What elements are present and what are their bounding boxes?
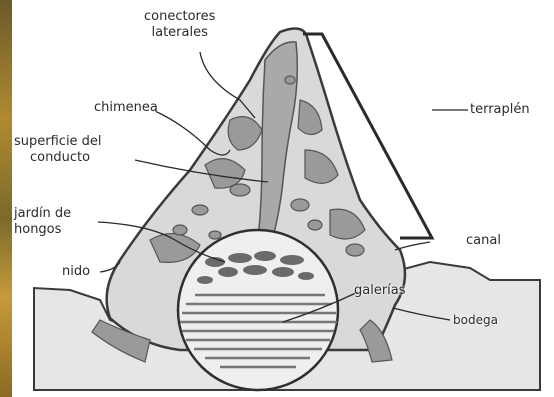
- label-nido: nido: [62, 264, 90, 280]
- label-chimenea: chimenea: [94, 100, 158, 116]
- label-superficie-conducto: superficie del conducto: [14, 134, 102, 166]
- label-jardin-hongos: jardín de hongos: [14, 206, 71, 238]
- label-terraplen: terraplén: [470, 102, 530, 118]
- label-canal: canal: [466, 233, 501, 249]
- label-galerias: galerías: [354, 283, 406, 299]
- label-conectores-laterales: conectores laterales: [144, 9, 215, 41]
- label-bodega: bodega: [453, 312, 498, 328]
